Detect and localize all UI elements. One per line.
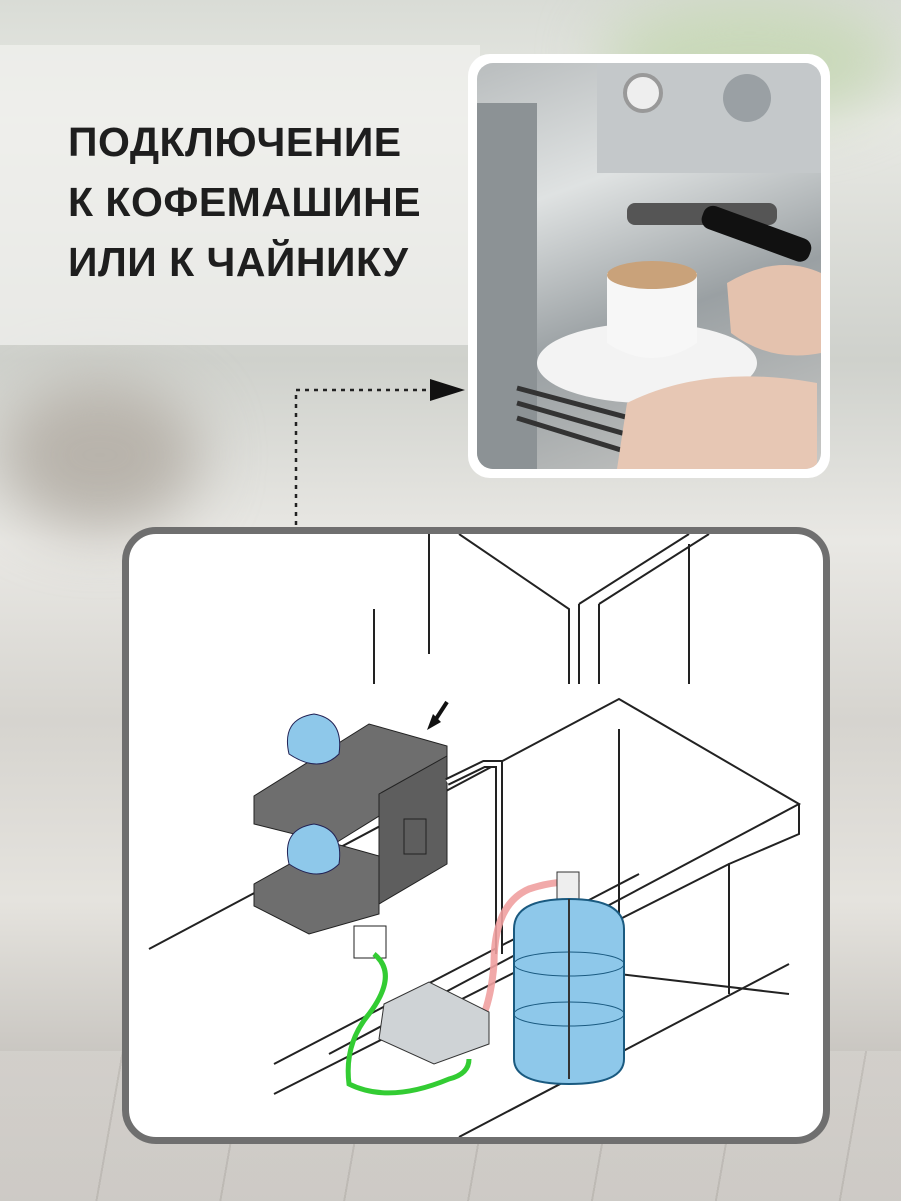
headline-line: ИЛИ К ЧАЙНИКУ xyxy=(68,239,409,285)
water-bottle xyxy=(513,871,625,1086)
headline-line: ПОДКЛЮЧЕНИЕ xyxy=(68,119,402,165)
electric-pump xyxy=(378,981,490,1065)
headline: ПОДКЛЮЧЕНИЕ К КОФЕМАШИНЕ ИЛИ К ЧАЙНИКУ xyxy=(68,112,421,292)
installation-diagram xyxy=(122,527,830,1144)
header-panel xyxy=(0,45,480,345)
headline-line: К КОФЕМАШИНЕ xyxy=(68,179,422,225)
dotted-connector-arrow xyxy=(294,379,465,525)
coffee-machine xyxy=(253,713,448,935)
coffee-machine-photo-frame xyxy=(468,54,830,478)
coffee-machine-photo xyxy=(477,63,821,469)
background-blur xyxy=(0,380,200,530)
power-cable xyxy=(345,952,472,1096)
